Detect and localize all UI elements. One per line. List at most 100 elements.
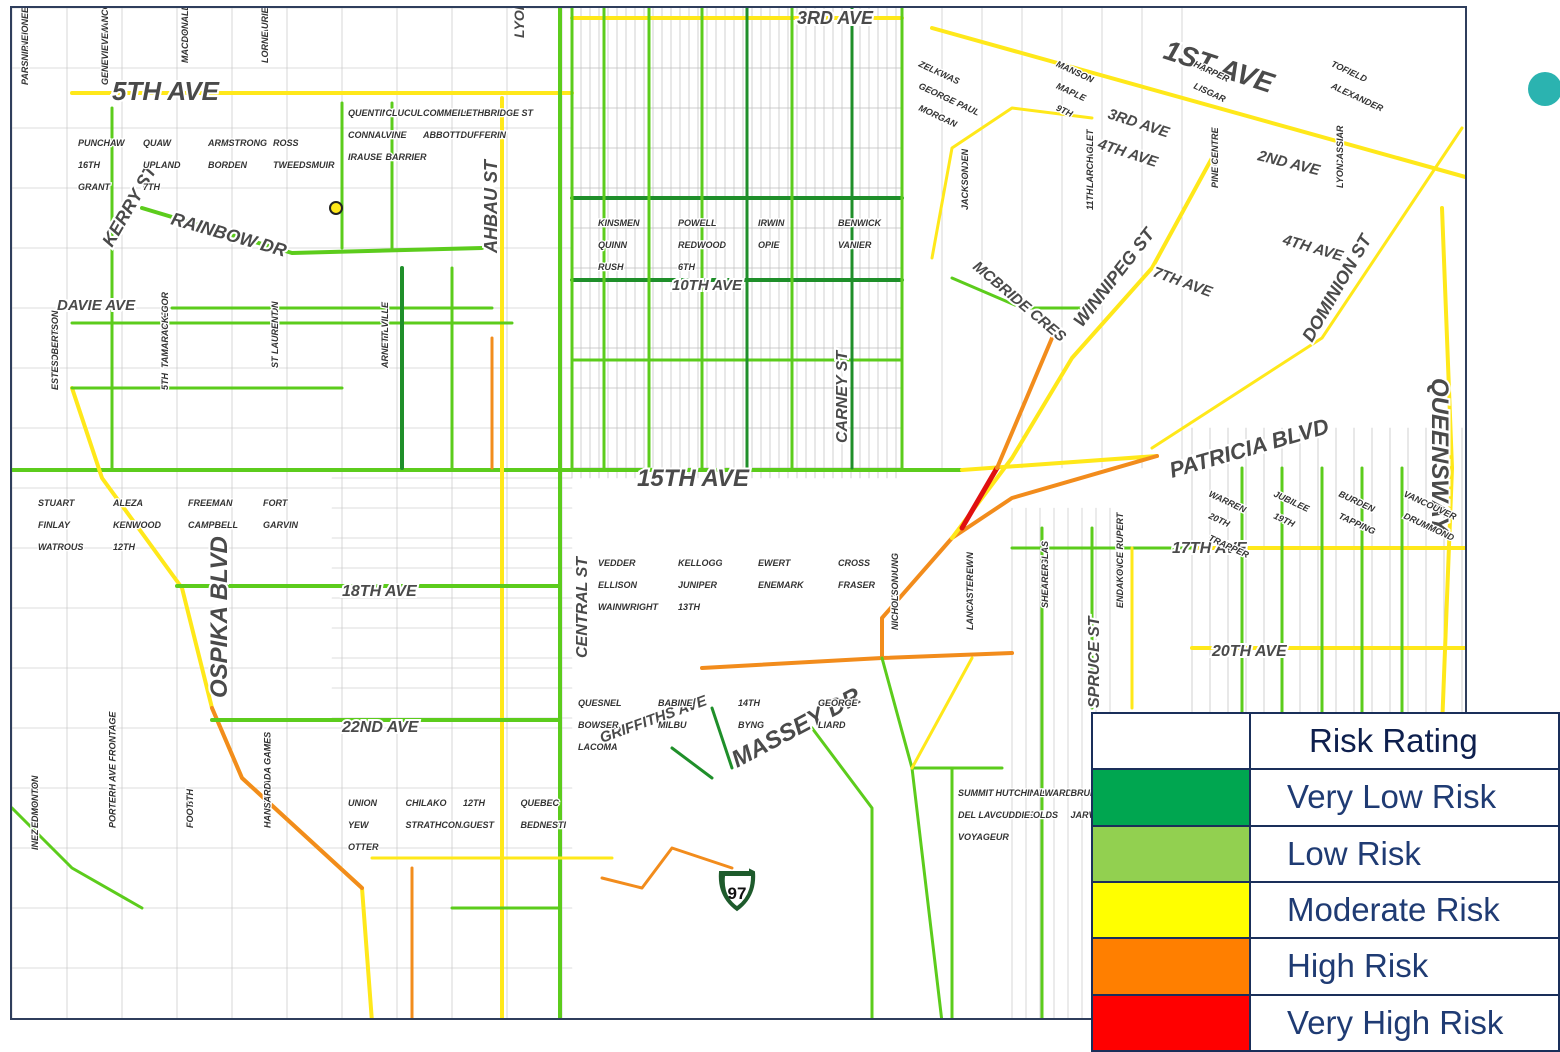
street-label-minor: MELVILLE	[380, 301, 390, 346]
street-label-minor: NATION	[965, 552, 975, 586]
street-label-minor: BARRIER	[386, 152, 428, 162]
street-label-minor: ENDAKO	[1115, 569, 1125, 608]
street-label-minor: ROBERTSON	[50, 310, 60, 368]
street-label-major: 3RD AVE	[797, 8, 874, 28]
street-label-minor: 6TH	[678, 262, 696, 272]
legend-label-high: High Risk	[1249, 937, 1560, 996]
street-label-minor: PORTER	[108, 790, 118, 828]
street-label-major: 3RD AVE	[1106, 106, 1172, 142]
street-label-minor: WILLOW	[100, 24, 110, 63]
water-main	[210, 706, 364, 890]
street-label-minor: PUNCHAW	[78, 138, 126, 148]
street-label-minor: ARMSTRONG	[207, 138, 267, 148]
water-main	[950, 276, 1094, 310]
legend-swatch-very-high	[1091, 993, 1251, 1052]
street-label-minor: ST LAURENT	[270, 310, 280, 368]
street-label-minor: QUEBEC	[521, 798, 560, 808]
street-label-minor: 18TH	[890, 585, 900, 608]
street-label-major: 4TH AVE	[1095, 135, 1161, 171]
street-label-major: CENTRAL ST	[574, 556, 591, 658]
street-label-minor: CAINE	[20, 34, 30, 63]
legend-swatch-low	[1091, 824, 1251, 883]
street-label-minor: STUART	[38, 498, 76, 508]
street-label-minor: POWELL	[678, 218, 717, 228]
street-label-minor: YOUNG	[890, 553, 900, 586]
street-label-minor: LAURIER	[260, 8, 270, 41]
street-label-minor: JACKSON	[960, 165, 970, 210]
water-main	[710, 706, 734, 770]
water-main	[995, 336, 1054, 470]
street-label-major: 15TH AVE	[637, 465, 750, 492]
street-label-minor: MCGREGOR	[160, 291, 170, 346]
street-label-minor: 5TH	[160, 372, 170, 390]
street-label-minor: GEORGE	[818, 698, 859, 708]
street-label-minor: HUTCHINSON	[996, 788, 1056, 798]
street-label-minor: CLUCULZ	[386, 108, 429, 118]
street-label-major: 5TH AVE	[112, 76, 220, 106]
water-main	[880, 656, 944, 1018]
street-label-minor: GILLETT	[1210, 127, 1220, 166]
legend-label-very-low: Very Low Risk	[1249, 768, 1560, 827]
street-label-minor: WAINWRIGHT	[598, 602, 659, 612]
street-label-minor: TOFIELD	[1330, 59, 1369, 84]
street-label-minor: ALWARD	[1032, 788, 1072, 798]
street-label-minor: INEZ	[30, 829, 40, 850]
water-main	[910, 656, 974, 770]
street-label-minor: 11TH	[1085, 188, 1095, 210]
street-label-major: 17TH AVE	[1172, 540, 1248, 557]
street-label-minor: 8TH	[185, 788, 195, 806]
street-label-minor: INGLEDEW	[965, 558, 975, 608]
street-label-minor: NESS	[50, 321, 60, 346]
legend-label-very-high: Very High Risk	[1249, 993, 1560, 1052]
street-label-minor: 12TH	[463, 798, 486, 808]
street-label-minor: IRAUSE	[348, 152, 383, 162]
street-label-minor: QUAW	[143, 138, 173, 148]
street-label-minor: GARVIN	[263, 520, 299, 530]
legend-label-low: Low Risk	[1249, 824, 1560, 883]
water-main	[1150, 126, 1464, 450]
street-label-minor: FRASER	[838, 580, 876, 590]
street-label-minor: PARSNIP	[20, 45, 30, 85]
street-label-minor: BOWSER	[578, 720, 619, 730]
street-label-minor: ROSS	[273, 138, 299, 148]
street-label-minor: LYON	[1335, 163, 1345, 188]
legend-header-blank	[1091, 711, 1251, 771]
street-label-minor: QUINN	[598, 240, 628, 250]
street-label-minor: TAPPING	[1337, 511, 1377, 537]
water-main	[12, 806, 144, 910]
street-label-minor: PRINCE RUPERT	[1115, 511, 1125, 586]
street-label-major: 1ST AVE	[1160, 34, 1279, 99]
street-label-minor: EDMONTON	[30, 775, 40, 828]
street-label-minor: GENEVIEVE	[100, 32, 110, 85]
street-label-major: 4TH AVE	[1280, 231, 1346, 265]
water-main	[950, 156, 1214, 540]
street-label-minor: OTTER	[348, 842, 379, 852]
street-label-minor: QUESNEL	[578, 698, 622, 708]
street-label-minor: MAPLE	[1055, 81, 1089, 104]
point-marker[interactable]	[329, 201, 343, 215]
water-main	[70, 386, 374, 1018]
street-label-minor: GUEST	[463, 820, 496, 830]
street-label-minor: EWERT	[758, 558, 792, 568]
street-label-minor: NICHOLSON	[890, 575, 900, 630]
street-label-minor: LORNE	[260, 31, 270, 63]
street-label-minor: ELLISON	[598, 580, 638, 590]
street-label-major: 10TH AVE	[672, 277, 743, 294]
street-label-minor: CUDDIE	[996, 810, 1031, 820]
street-label-minor: VOYAGEUR	[958, 832, 1009, 842]
street-label-minor: 16TH	[78, 160, 101, 170]
street-label-minor: BABINE	[658, 698, 693, 708]
street-label-minor: REID	[30, 784, 40, 806]
street-label-minor: 13TH	[678, 602, 701, 612]
street-label-major: KERRY ST	[98, 160, 162, 250]
street-label-major: AHBAU ST	[481, 158, 501, 254]
street-label-minor: CASSIAR	[1335, 125, 1345, 166]
street-label-major: 18TH AVE	[342, 583, 418, 600]
street-label-minor: EAGLET	[1085, 128, 1095, 166]
street-label-major: DAVIE AVE	[57, 297, 136, 314]
street-label-major: RAINBOW DR	[169, 209, 289, 261]
street-label-minor: IRWIN	[758, 218, 785, 228]
street-label-minor: FORT	[263, 498, 289, 508]
